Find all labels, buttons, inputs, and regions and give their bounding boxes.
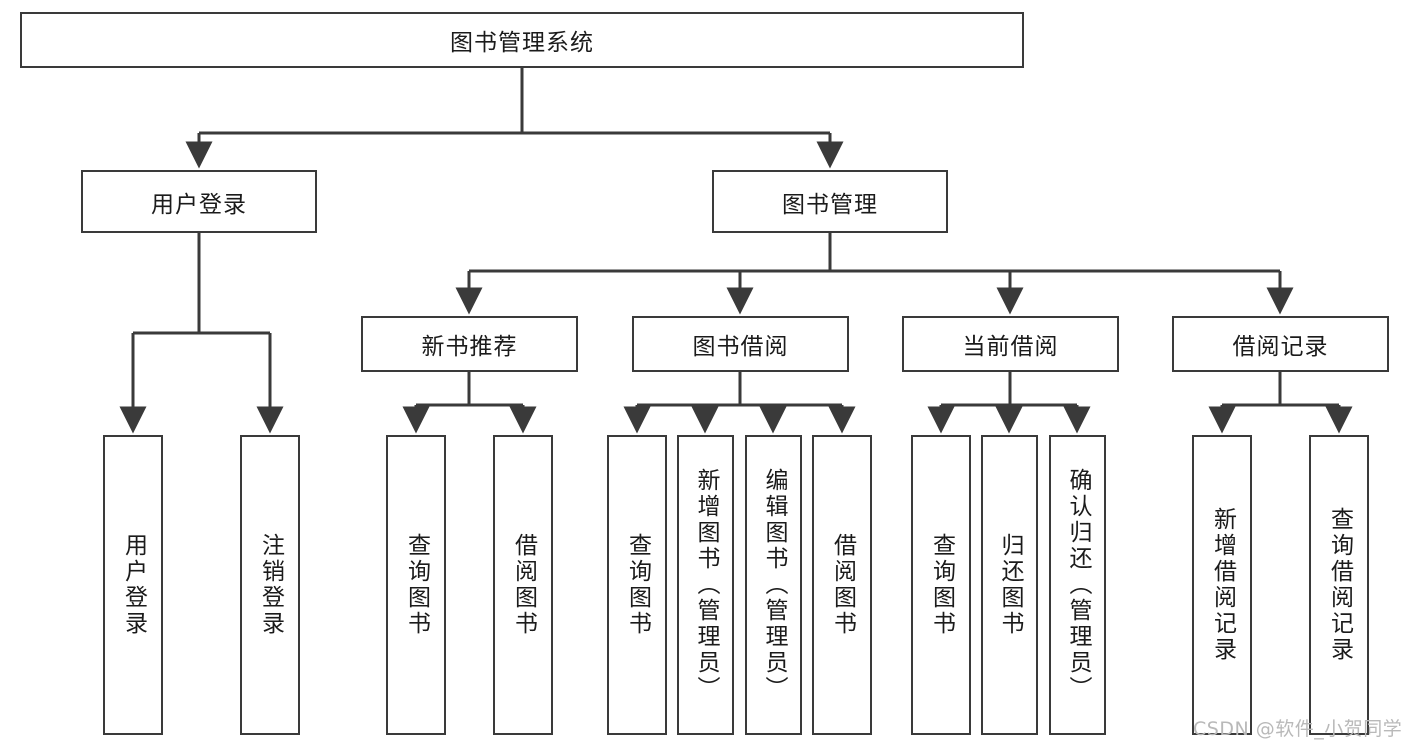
- leaf-user-login-label: 用户登录: [120, 533, 147, 637]
- leaf-query-book-3[interactable]: 查询图书: [911, 435, 971, 735]
- node-root[interactable]: 图书管理系统: [20, 12, 1024, 68]
- node-current-borrow-label: 当前借阅: [962, 334, 1059, 360]
- leaf-add-record-label: 新增借阅记录: [1209, 507, 1236, 663]
- node-user-login-label: 用户登录: [151, 191, 247, 218]
- leaf-query-book-1-label: 查询图书: [403, 533, 430, 637]
- leaf-add-book[interactable]: 新增图书（管理员）: [677, 435, 734, 735]
- node-borrow-record[interactable]: 借阅记录: [1172, 316, 1389, 372]
- leaf-confirm-return-label: 确认归还（管理员）: [1065, 468, 1091, 702]
- csdn-watermark: CSDN @软件_小贺同学: [1193, 718, 1403, 740]
- leaf-add-record[interactable]: 新增借阅记录: [1192, 435, 1252, 735]
- leaf-confirm-return[interactable]: 确认归还（管理员）: [1049, 435, 1106, 735]
- leaf-query-book-2[interactable]: 查询图书: [607, 435, 667, 735]
- leaf-edit-book-label: 编辑图书（管理员）: [761, 468, 787, 702]
- leaf-query-book-1[interactable]: 查询图书: [386, 435, 446, 735]
- leaf-edit-book[interactable]: 编辑图书（管理员）: [745, 435, 802, 735]
- node-book-borrow[interactable]: 图书借阅: [632, 316, 849, 372]
- leaf-user-logout-label: 注销登录: [257, 533, 284, 637]
- node-book-manage-label: 图书管理: [782, 191, 878, 218]
- leaf-borrow-book-2[interactable]: 借阅图书: [812, 435, 872, 735]
- leaf-query-book-3-label: 查询图书: [928, 533, 955, 637]
- node-borrow-record-label: 借阅记录: [1232, 334, 1329, 360]
- node-root-label: 图书管理系统: [450, 30, 594, 56]
- node-book-borrow-label: 图书借阅: [692, 334, 789, 360]
- leaf-query-book-2-label: 查询图书: [624, 533, 651, 637]
- node-current-borrow[interactable]: 当前借阅: [902, 316, 1119, 372]
- node-new-book-recommend[interactable]: 新书推荐: [361, 316, 578, 372]
- leaf-user-login[interactable]: 用户登录: [103, 435, 163, 735]
- leaf-query-record-label: 查询借阅记录: [1326, 507, 1353, 663]
- node-book-manage[interactable]: 图书管理: [712, 170, 948, 233]
- leaf-add-book-label: 新增图书（管理员）: [693, 468, 719, 702]
- leaf-query-record[interactable]: 查询借阅记录: [1309, 435, 1369, 735]
- leaf-borrow-book-1-label: 借阅图书: [510, 533, 537, 637]
- node-new-book-recommend-label: 新书推荐: [421, 334, 518, 360]
- leaf-borrow-book-2-label: 借阅图书: [829, 533, 856, 637]
- leaf-return-book-label: 归还图书: [997, 533, 1023, 637]
- node-user-login[interactable]: 用户登录: [81, 170, 317, 233]
- leaf-borrow-book-1[interactable]: 借阅图书: [493, 435, 553, 735]
- leaf-return-book[interactable]: 归还图书: [981, 435, 1038, 735]
- leaf-user-logout[interactable]: 注销登录: [240, 435, 300, 735]
